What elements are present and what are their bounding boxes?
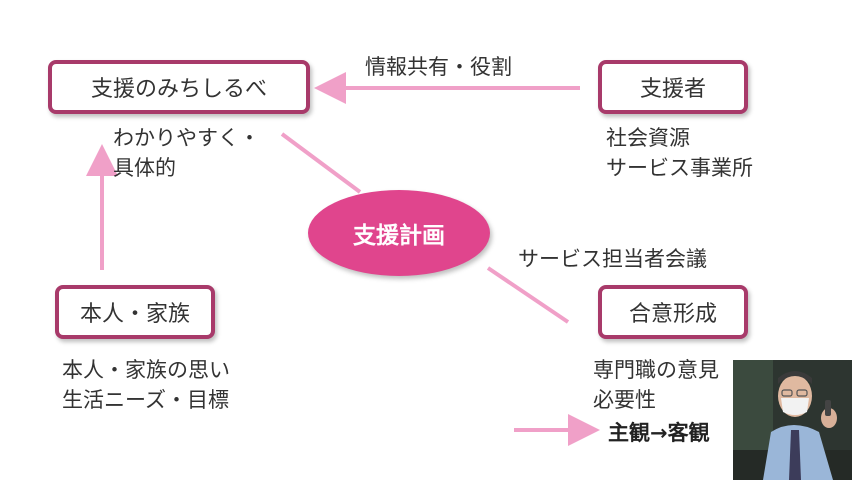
note-consensus: 専門職の意見 必要性 [593,355,719,415]
note-consensus-line-2: 必要性 [593,388,656,412]
node-person: 本人・家族 [55,285,215,339]
node-consensus-label: 合意形成 [628,302,717,327]
label-subjective-objective: 主観→客観 [608,421,710,445]
node-person-label: 本人・家族 [79,302,190,327]
note-guide-line-1: わかりやすく・ [113,126,260,150]
speaker-video [733,360,852,480]
note-person-line-2: 生活ニーズ・目標 [62,388,229,412]
note-person: 本人・家族の思い 生活ニーズ・目標 [62,355,230,415]
node-plan: 支援計画 [308,190,490,276]
label-info-share: 情報共有・役割 [365,55,512,79]
speaker-illustration [733,360,852,480]
note-person-line-1: 本人・家族の思い [62,358,230,382]
line-plan-to-consensus [486,266,570,324]
node-supporter-label: 支援者 [639,77,706,102]
label-service-meeting: サービス担当者会議 [518,247,707,271]
line-plan-to-guide [280,132,362,194]
note-supporter-line-1: 社会資源 [606,126,690,150]
node-guide-label: 支援のみちしるべ [90,77,267,102]
node-supporter: 支援者 [598,60,748,114]
note-supporter-line-2: サービス事業所 [606,156,753,180]
node-consensus: 合意形成 [598,285,748,339]
node-guide: 支援のみちしるべ [48,60,310,114]
note-guide-line-2: 具体的 [113,156,176,180]
node-plan-label: 支援計画 [353,223,445,249]
note-consensus-line-1: 専門職の意見 [593,358,719,382]
note-supporter: 社会資源 サービス事業所 [606,123,753,183]
note-guide: わかりやすく・ 具体的 [113,123,260,183]
